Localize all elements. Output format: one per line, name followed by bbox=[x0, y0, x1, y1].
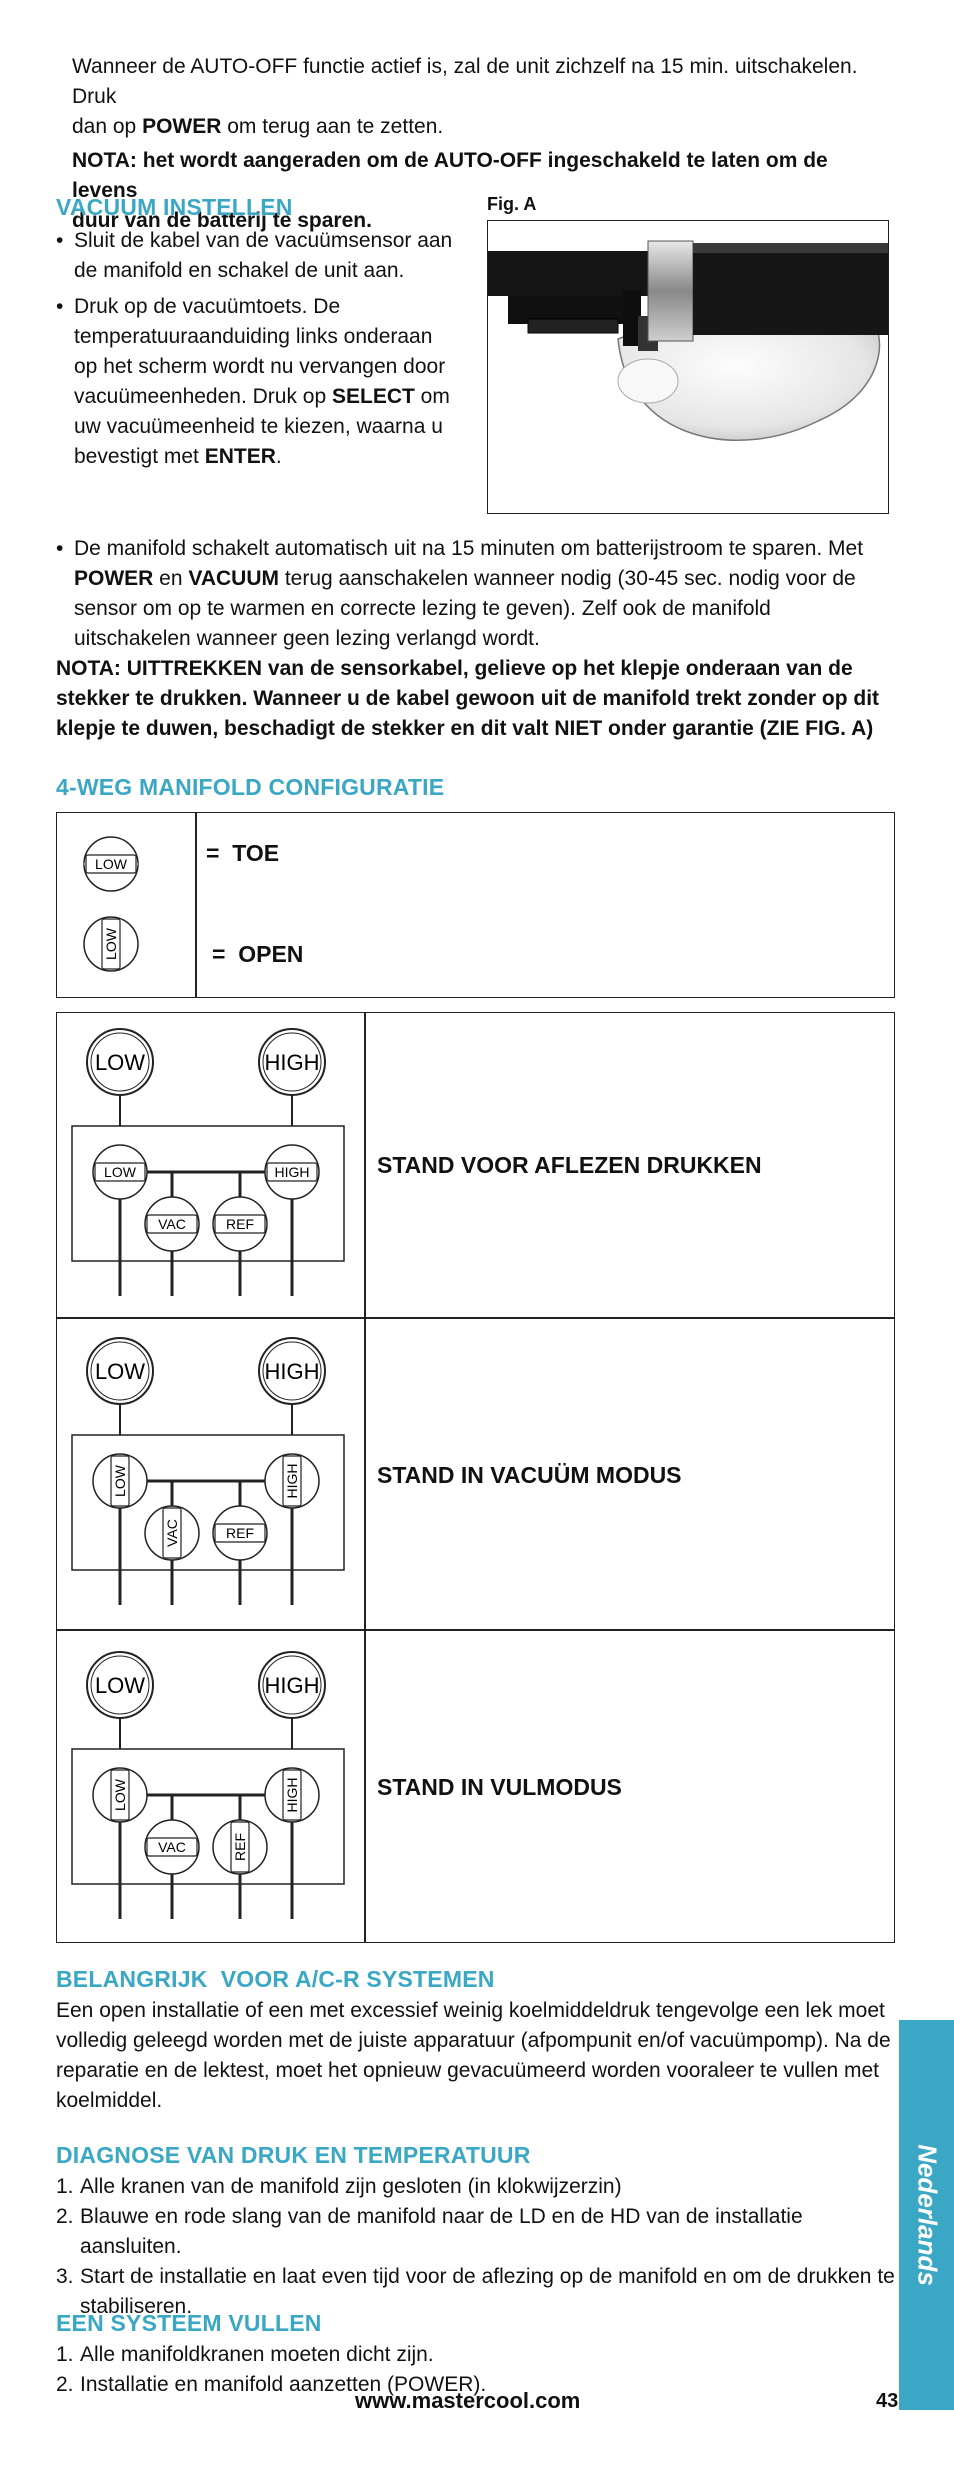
vacuum-bullet-3: De manifold schakelt automatisch uit na … bbox=[56, 534, 896, 744]
vacuum-bullets: Sluit de kabel van de vacuümsensor aan d… bbox=[56, 226, 476, 472]
vullen-step-1: 1.Alle manifoldkranen moeten dicht zijn. bbox=[56, 2343, 434, 2366]
vacuum-bullet-2: Druk op de vacuümtoets. De temperatuuraa… bbox=[56, 292, 476, 472]
svg-text:VAC: VAC bbox=[164, 1519, 180, 1547]
valve-vac-closed-icon: VAC bbox=[144, 1819, 200, 1875]
config-diagram-col-row1 bbox=[56, 1012, 366, 1319]
svg-text:HIGH: HIGH bbox=[265, 1673, 320, 1698]
diagnose-step-3: 3.Start de installatie en laat even tijd… bbox=[56, 2265, 895, 2318]
valve-ref-closed-icon: REF bbox=[212, 1505, 268, 1561]
svg-text:LOW: LOW bbox=[95, 1050, 145, 1075]
config-label-col-row2 bbox=[364, 1317, 895, 1631]
svg-text:REF: REF bbox=[226, 1216, 254, 1232]
valve-low-open-icon: LOW bbox=[92, 1767, 148, 1823]
vacuum-heading: VACUUM INSTELLEN bbox=[56, 194, 293, 220]
diagnose-list: 1.Alle kranen van de manifold zijn geslo… bbox=[56, 2172, 901, 2322]
svg-text:VAC: VAC bbox=[158, 1839, 186, 1855]
row-label-vacuum-mode: STAND IN VACUÜM MODUS bbox=[377, 1462, 682, 1488]
svg-text:LOW: LOW bbox=[104, 1164, 137, 1180]
svg-text:HIGH: HIGH bbox=[275, 1164, 310, 1180]
svg-text:LOW: LOW bbox=[112, 1464, 128, 1497]
gauge-high-icon: HIGH bbox=[258, 1651, 326, 1719]
diagnose-heading: DIAGNOSE VAN DRUK EN TEMPERATUUR bbox=[56, 2142, 531, 2168]
intro-nota: NOTA: het wordt aangeraden om de AUTO-OF… bbox=[72, 149, 828, 202]
manifold-diagram-pressure-reading: LOW HIGH LOW HIGH VAC REF bbox=[71, 1028, 345, 1296]
vacuum-bullet-1: Sluit de kabel van de vacuümsensor aan d… bbox=[56, 226, 476, 286]
vullen-list: 1.Alle manifoldkranen moeten dicht zijn.… bbox=[56, 2340, 856, 2400]
fig-a-label: Fig. A bbox=[487, 194, 537, 214]
config-diagram-col-row2 bbox=[56, 1317, 366, 1631]
valve-ref-open-icon: REF bbox=[212, 1819, 268, 1875]
valve-high-closed-icon: HIGH bbox=[264, 1144, 320, 1200]
valve-high-open-icon: HIGH bbox=[264, 1453, 320, 1509]
valve-vac-closed-icon: VAC bbox=[144, 1196, 200, 1252]
row-label-charging-mode: STAND IN VULMODUS bbox=[377, 1774, 622, 1800]
diagnose-step-1: 1.Alle kranen van de manifold zijn geslo… bbox=[56, 2175, 622, 2198]
legend-text-cell bbox=[195, 812, 895, 998]
gauge-low-icon: LOW bbox=[86, 1028, 154, 1096]
valve-low-open-icon: LOW bbox=[92, 1453, 148, 1509]
valve-ref-closed-icon: REF bbox=[212, 1196, 268, 1252]
belangrijk-heading: BELANGRIJK VOOR A/C-R SYSTEMEN bbox=[56, 1966, 495, 1992]
manifold-diagram-vacuum-mode: LOW HIGH LOW HIGH VAC REF bbox=[71, 1337, 345, 1605]
svg-text:REF: REF bbox=[226, 1525, 254, 1541]
vacuum-nota: NOTA: UITTREKKEN van de sensorkabel, gel… bbox=[56, 657, 880, 740]
config-label-col-row1 bbox=[364, 1012, 895, 1319]
vullen-heading: EEN SYSTEEM VULLEN bbox=[56, 2310, 322, 2336]
svg-text:LOW: LOW bbox=[95, 1359, 145, 1384]
gauge-low-icon: LOW bbox=[86, 1337, 154, 1405]
svg-text:HIGH: HIGH bbox=[284, 1778, 300, 1813]
vullen-step-2: 2.Installatie en manifold aanzetten (POW… bbox=[56, 2373, 487, 2396]
svg-text:LOW: LOW bbox=[95, 1673, 145, 1698]
svg-text:LOW: LOW bbox=[103, 927, 119, 960]
page-number: 43 bbox=[876, 2390, 899, 2412]
svg-text:REF: REF bbox=[232, 1833, 248, 1861]
svg-text:VAC: VAC bbox=[158, 1216, 186, 1232]
belangrijk-text: Een open installatie of een met excessie… bbox=[56, 1999, 891, 2112]
valve-vac-open-icon: VAC bbox=[144, 1505, 200, 1561]
language-tab: Nederlands bbox=[899, 2020, 954, 2410]
legend-valve-icons: LOW LOW bbox=[83, 836, 139, 972]
config-diagram-col-row3 bbox=[56, 1629, 366, 1943]
valve-closed-icon: LOW bbox=[83, 836, 139, 892]
svg-text:LOW: LOW bbox=[112, 1778, 128, 1811]
svg-text:HIGH: HIGH bbox=[265, 1050, 320, 1075]
svg-text:HIGH: HIGH bbox=[265, 1359, 320, 1384]
sensor-plug-illustration bbox=[488, 240, 888, 441]
legend-symbol-cell bbox=[56, 812, 197, 998]
footer-url: www.mastercool.com bbox=[355, 2388, 581, 2413]
gauge-high-icon: HIGH bbox=[258, 1337, 326, 1405]
valve-open-icon: LOW bbox=[83, 916, 139, 972]
fig-a-image bbox=[487, 220, 889, 514]
valve-high-open-icon: HIGH bbox=[264, 1767, 320, 1823]
valve-low-closed-icon: LOW bbox=[92, 1144, 148, 1200]
svg-text:LOW: LOW bbox=[95, 856, 128, 872]
gauge-low-icon: LOW bbox=[86, 1651, 154, 1719]
diagnose-step-2: 2.Blauwe en rode slang van de manifold n… bbox=[56, 2205, 803, 2258]
legend-open-label: = OPEN bbox=[212, 941, 304, 967]
manifold-diagram-charging-mode: LOW HIGH LOW HIGH VAC REF bbox=[71, 1651, 345, 1919]
svg-text:HIGH: HIGH bbox=[284, 1464, 300, 1499]
legend-closed-label: = TOE bbox=[206, 840, 280, 866]
config-label-col-row3 bbox=[364, 1629, 895, 1943]
gauge-high-icon: HIGH bbox=[258, 1028, 326, 1096]
manifold-heading: 4-WEG MANIFOLD CONFIGURATIE bbox=[56, 774, 445, 800]
row-label-pressure-reading: STAND VOOR AFLEZEN DRUKKEN bbox=[377, 1152, 762, 1178]
